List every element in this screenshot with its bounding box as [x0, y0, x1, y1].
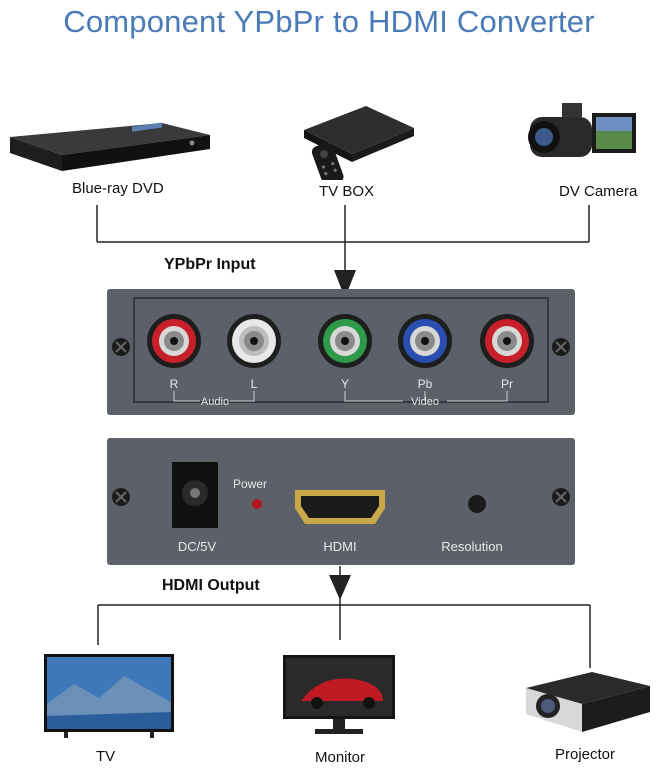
- tv-box-icon: [304, 106, 414, 180]
- jack-label: Y: [341, 377, 349, 391]
- hdmi-label: HDMI: [323, 539, 356, 554]
- resolution-label: Resolution: [441, 539, 502, 554]
- screw-icon: [552, 338, 570, 356]
- resolution-button-icon: [468, 495, 486, 513]
- rca-jack-pb: [398, 314, 452, 368]
- output-device-label: Projector: [555, 746, 616, 763]
- rca-jack-r: [147, 314, 201, 368]
- power-label: Power: [233, 477, 267, 491]
- output-device-label: Monitor: [315, 749, 366, 766]
- output-arrow-icon: [329, 575, 351, 600]
- dc-label: DC/5V: [178, 539, 217, 554]
- source-label: Blue-ray DVD: [72, 180, 164, 197]
- output-section-label: HDMI Output: [162, 577, 260, 594]
- source-label: TV BOX: [319, 183, 375, 200]
- camcorder-icon: [528, 103, 636, 157]
- screw-icon: [552, 488, 570, 506]
- screw-icon: [112, 338, 130, 356]
- dc-power-jack-icon: [172, 462, 218, 528]
- audio-group-label: Audio: [201, 396, 229, 408]
- screw-icon: [112, 488, 130, 506]
- projector-icon: [526, 672, 650, 732]
- jack-label: L: [251, 377, 258, 391]
- input-arrow-icon: [334, 270, 356, 298]
- input-section-label: YPbPr Input: [164, 256, 256, 273]
- rca-jack-l: [227, 314, 281, 368]
- tv-icon: [44, 654, 174, 738]
- input-panel: R L Y Pb Pr Audio Video: [107, 289, 575, 415]
- hdmi-port-icon: [295, 490, 385, 524]
- page-title: Component YPbPr to HDMI Converter: [63, 4, 595, 39]
- rca-jack-pr: [480, 314, 534, 368]
- monitor-icon: [283, 655, 395, 734]
- jack-label: Pb: [418, 377, 433, 391]
- output-panel: Power DC/5V HDMI Resolution: [107, 438, 575, 565]
- source-label: DV Camera: [559, 183, 638, 200]
- power-led-icon: [252, 499, 262, 509]
- video-group-label: Video: [411, 396, 439, 408]
- rca-jack-y: [318, 314, 372, 368]
- jack-label: Pr: [501, 377, 513, 391]
- jack-label: R: [170, 377, 179, 391]
- bluray-player-icon: [10, 122, 210, 171]
- output-device-label: TV: [96, 748, 116, 765]
